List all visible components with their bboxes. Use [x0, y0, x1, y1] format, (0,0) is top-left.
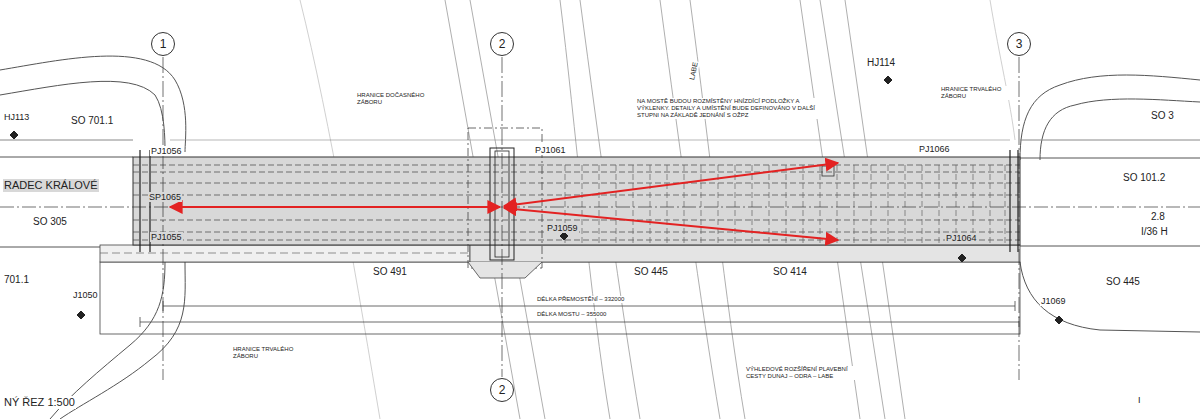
object-code: SO 3 — [1150, 110, 1175, 122]
road-edge — [1020, 75, 1200, 160]
red-arrow — [504, 163, 838, 206]
direction-label: RADEC KRÁLOVÉ — [3, 179, 99, 192]
dimension-text: DÉLKA MOSTU – 355000 — [536, 311, 607, 318]
red-arrows — [170, 163, 838, 240]
axis-number: 3 — [1016, 38, 1023, 50]
walkway-line — [100, 253, 470, 254]
axis-number: 1 — [160, 38, 167, 50]
boundary-line — [170, 140, 1010, 141]
construction-limit — [100, 262, 1020, 334]
road-number: I/36 H — [1140, 226, 1169, 238]
red-arrow — [170, 206, 500, 208]
walkway — [470, 245, 1020, 262]
axis-bubble: 1 — [151, 32, 175, 56]
road-edge — [1040, 99, 1200, 160]
point-code: PJ1066 — [918, 144, 951, 154]
limit-rectangle — [100, 262, 1020, 334]
nest-symbol — [822, 166, 834, 176]
point-code: SP1065 — [148, 192, 182, 202]
object-code: SO 305 — [32, 216, 68, 228]
roads — [0, 56, 1200, 419]
girder-line — [133, 165, 1020, 240]
road-note: 2.8 — [1150, 211, 1166, 223]
object-code: SO 414 — [772, 266, 808, 278]
boundary-note: HRANICE TRVALÉHO ZÁBORU — [940, 86, 1012, 100]
survey-point — [10, 76, 1063, 324]
centre-line — [0, 207, 1200, 208]
axis-bubble: 3 — [1007, 32, 1031, 56]
road-edge — [0, 56, 186, 152]
river-name: LABE — [688, 61, 700, 82]
pier-footprint — [468, 128, 542, 268]
pier-nose — [468, 262, 542, 278]
object-code: SO 491 — [372, 266, 408, 278]
bridge-deck — [133, 157, 1020, 245]
point-code: PJ1055 — [150, 232, 183, 242]
object-code: 701.1 — [3, 274, 30, 286]
object-code: SO 101.2 — [1122, 172, 1166, 184]
road-edge — [1020, 262, 1200, 332]
drawing-note: NA MOSTĚ BUDOU ROZMÍSTĚNY HNÍZDÍCÍ PODLO… — [636, 98, 828, 119]
contour-line — [990, 0, 1015, 140]
dimension-text: DÉLKA PŘEMOSTĚNÍ – 332000 — [536, 296, 625, 303]
deck-lines — [133, 165, 1020, 244]
axis-number: 2 — [499, 38, 506, 50]
waterway-note: VÝHLEDOVÉ ROZŠÍŘENÍ PLAVEBNÍ CESTY DUNAJ… — [745, 366, 859, 380]
axis-bubble: 2 — [490, 378, 514, 402]
boundary-note: HRANICE TRVALÉHO ZÁBORU — [232, 346, 304, 360]
object-code: SO 445 — [633, 266, 669, 278]
dimension-line — [140, 317, 1019, 327]
axis-bubble: 2 — [490, 32, 514, 56]
point-code: HJ114 — [866, 57, 896, 69]
axis-line — [163, 57, 1019, 380]
mark-text: I — [1137, 395, 1142, 405]
road-edge — [0, 157, 1200, 247]
point-code: J1050 — [72, 290, 99, 300]
object-code: SO 701.1 — [70, 115, 114, 127]
survey-marks — [10, 76, 1063, 324]
road-edge — [0, 140, 1200, 141]
view-title: NÝ ŘEZ 1:500 — [3, 396, 76, 409]
point-code: PJ1056 — [150, 146, 183, 156]
point-code: PJ1064 — [945, 233, 978, 243]
point-code: PJ1061 — [534, 145, 567, 155]
walkway — [100, 245, 470, 262]
object-code: SO 445 — [1105, 276, 1141, 288]
red-arrow — [504, 208, 838, 240]
road-edge — [60, 262, 185, 419]
boundary-note: HRANICE DOČASNÉHO ZÁBORU — [356, 92, 450, 106]
road-edge — [0, 81, 165, 152]
point-code: J1069 — [1040, 296, 1067, 306]
point-code: HJ113 — [3, 112, 30, 122]
point-code: PJ1059 — [546, 223, 579, 233]
abutment — [140, 150, 1018, 252]
cross-girder — [565, 165, 1005, 244]
axis-number: 2 — [499, 384, 506, 396]
